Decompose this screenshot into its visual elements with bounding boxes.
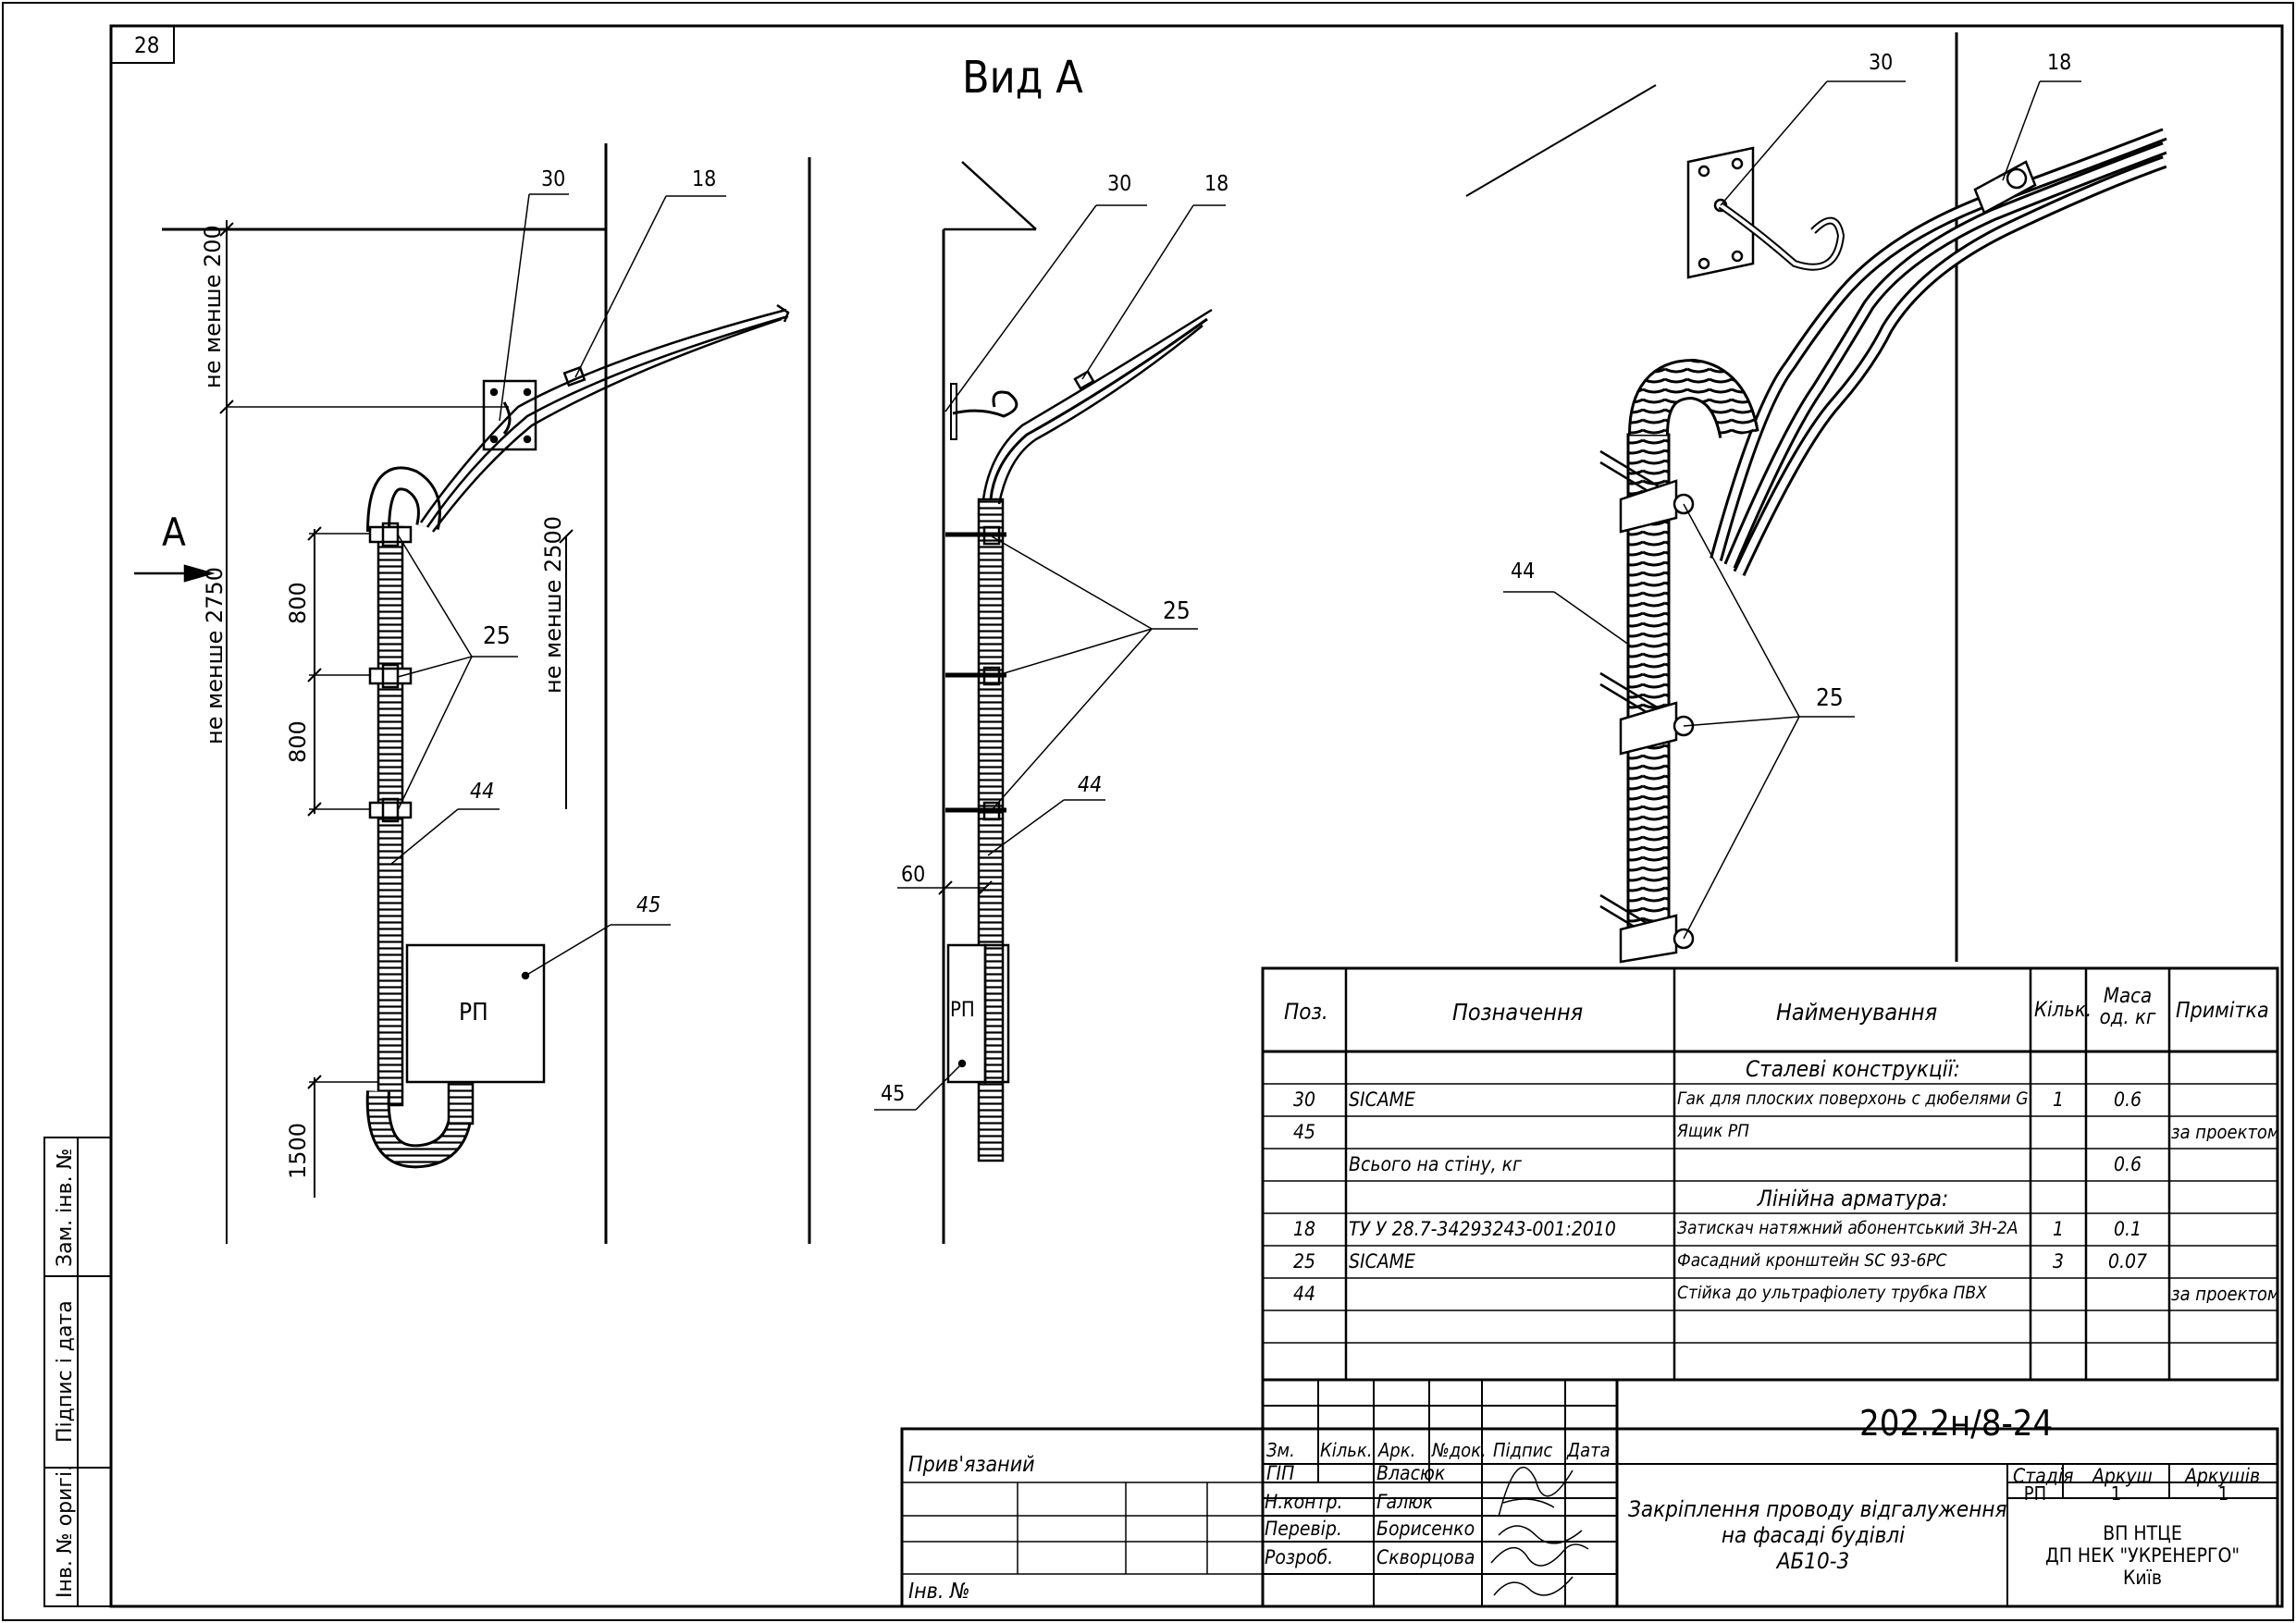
tb-stage: РП [2023,1482,2047,1505]
tb-inv-no: Інв. № [908,1580,970,1604]
dim-1500: 1500 [285,1122,311,1179]
tb-col-kilk: Кільк. [1320,1439,1373,1461]
view-title: Вид А [962,52,1083,104]
spec-cell-name: Гак для плоских поверхонь с дюбелями GHP… [1677,1090,2029,1108]
spec-cell-name: Стійка до ультрафіолету трубка ПВХ [1677,1285,1987,1302]
tb-col-sign: Підпис [1493,1439,1553,1461]
spec-cell-mass: 0.07 [2107,1252,2148,1272]
spec-head-name: Найменування [1776,999,1938,1026]
tb-stage-head: Стадія [2013,1465,2074,1487]
tb-doc-code: 202.2н/8-24 [1859,1403,2054,1444]
dim-min-2500: не менше 2500 [540,515,566,694]
tb-doc-name-3: АБ10-3 [1776,1548,1850,1574]
tb-org-3: Київ [2122,1567,2163,1589]
stamp-label-sign-date: Підпис і дата [54,1300,77,1443]
tb-org-1: ВП НТЦЕ [2103,1522,2182,1544]
tb-role-gip: ГІП [1266,1462,1295,1484]
v3-pos-18: 18 [2047,51,2072,75]
tb-sheet-head: Аркуш [2092,1465,2153,1487]
spec-head-pos: Поз. [1284,999,1328,1025]
tb-name-nkontr: Галюк [1376,1491,1434,1513]
v3-pos-30: 30 [1869,51,1894,75]
spec-cell-pos: 45 [1292,1123,1316,1142]
v1-pos-25: 25 [483,622,511,650]
spec-cell-note: за проектом [2171,1285,2277,1303]
tb-role-perevir: Перевір. [1265,1518,1342,1540]
spec-cell-pos: 25 [1292,1252,1316,1272]
tb-name-perevir: Борисенко [1376,1518,1475,1540]
v2-pos-30: 30 [1107,172,1132,196]
v2-pos-18: 18 [1204,172,1229,196]
v2-pos-25: 25 [1163,597,1191,625]
spec-cell-name: Фасадний кронштейн SC 93-6PC [1677,1252,1947,1270]
spec-cell-designation: Всього на стіну, кг [1349,1155,1522,1174]
dim-800-upper: 800 [285,582,311,624]
stamp-label-inv-orig: Інв. № оригі. [54,1464,77,1598]
left-stamp-strip [43,1137,112,1607]
view2-side [874,161,1226,1244]
v1-pos-44: 44 [470,780,495,804]
sheet-number: 28 [134,32,160,58]
tb-col-zm: Зм. [1266,1439,1295,1461]
view-arrow-label: А [162,510,186,555]
rp-box-view2 [946,943,987,1084]
spec-table-grid [1261,966,2279,1382]
spec-head-mass: Маса од. кг [2099,985,2156,1030]
spec-cell-qty: 1 [2052,1220,2065,1239]
spec-cell-mass: 0.1 [2113,1220,2142,1239]
spec-cell-note: за проектом [2171,1123,2277,1141]
v2-pos-45: 45 [881,1082,906,1106]
tb-doc-name-2: на фасаді будівлі [1721,1522,1906,1548]
tb-name-rozrob: Скворцова [1376,1546,1475,1568]
spec-cell-name: Сталеві конструкції: [1746,1058,1960,1080]
spec-cell-name: Затискач натяжний абонентський ЗН-2А [1677,1220,2018,1237]
tb-role-nkontr: Н.контр. [1265,1491,1343,1513]
dim-min-2750: не менше 2750 [202,566,228,744]
dim-800-lower: 800 [285,720,311,763]
spec-cell-qty: 1 [2052,1090,2065,1110]
spec-cell-designation: ТУ У 28.7-34293243-001:2010 [1349,1220,1616,1239]
spec-cell-pos: 30 [1292,1090,1316,1110]
spec-head-note: Примітка [2176,999,2269,1023]
tb-bound: Прив'язаний [908,1453,1035,1477]
v1-pos-30: 30 [541,167,566,191]
spec-head-designation: Позначення [1452,999,1584,1026]
v2-pos-44: 44 [1078,773,1103,797]
tb-role-rozrob: Розроб. [1265,1546,1334,1568]
spec-cell-name: Ящик РП [1677,1123,1750,1140]
v2-dim-60: 60 [901,863,926,887]
stamp-label-repl-inv: Зам. інв. № [54,1148,77,1268]
v3-pos-25: 25 [1816,684,1844,712]
spec-cell-pos: 44 [1292,1285,1316,1304]
v3-pos-44: 44 [1511,559,1536,584]
tb-doc-name-1: Закріплення проводу відгалуження [1628,1496,2007,1522]
dim-min-200: не менше 200 [200,225,226,388]
signatures [1490,1467,1589,1596]
spec-cell-designation: SICAME [1349,1252,1415,1272]
tb-org-2: ДП НЕК "УКРЕНЕРГО" [2044,1544,2240,1567]
v1-pos-18: 18 [692,167,717,191]
tb-sheets: 1 [2217,1482,2229,1505]
tb-col-ark: Арк. [1378,1439,1416,1461]
tb-col-date: Дата [1567,1439,1611,1461]
spec-head-qty: Кільк. [2034,999,2092,1022]
v2-box-label: РП [950,999,975,1022]
tb-sheets-head: Аркушів [2185,1465,2261,1487]
title-block-grid [900,1380,2279,1608]
tb-col-ndok: №док. [1432,1439,1487,1461]
tb-sheet: 1 [2110,1482,2122,1505]
spec-cell-qty: 3 [2052,1252,2065,1272]
spec-cell-mass: 0.6 [2113,1090,2142,1110]
spec-cell-mass: 0.6 [2113,1155,2142,1174]
v1-box-label: РП [459,999,488,1027]
view3-isometric [1465,32,2167,964]
spec-cell-designation: SICAME [1349,1090,1415,1110]
rp-box-view1 [405,943,546,1084]
v1-pos-45: 45 [636,893,661,917]
view1-elevation [134,143,811,1244]
tb-name-gip: Власюк [1376,1462,1446,1484]
spec-cell-name: Лінійна арматура: [1757,1187,1949,1210]
spec-cell-pos: 18 [1292,1220,1316,1239]
